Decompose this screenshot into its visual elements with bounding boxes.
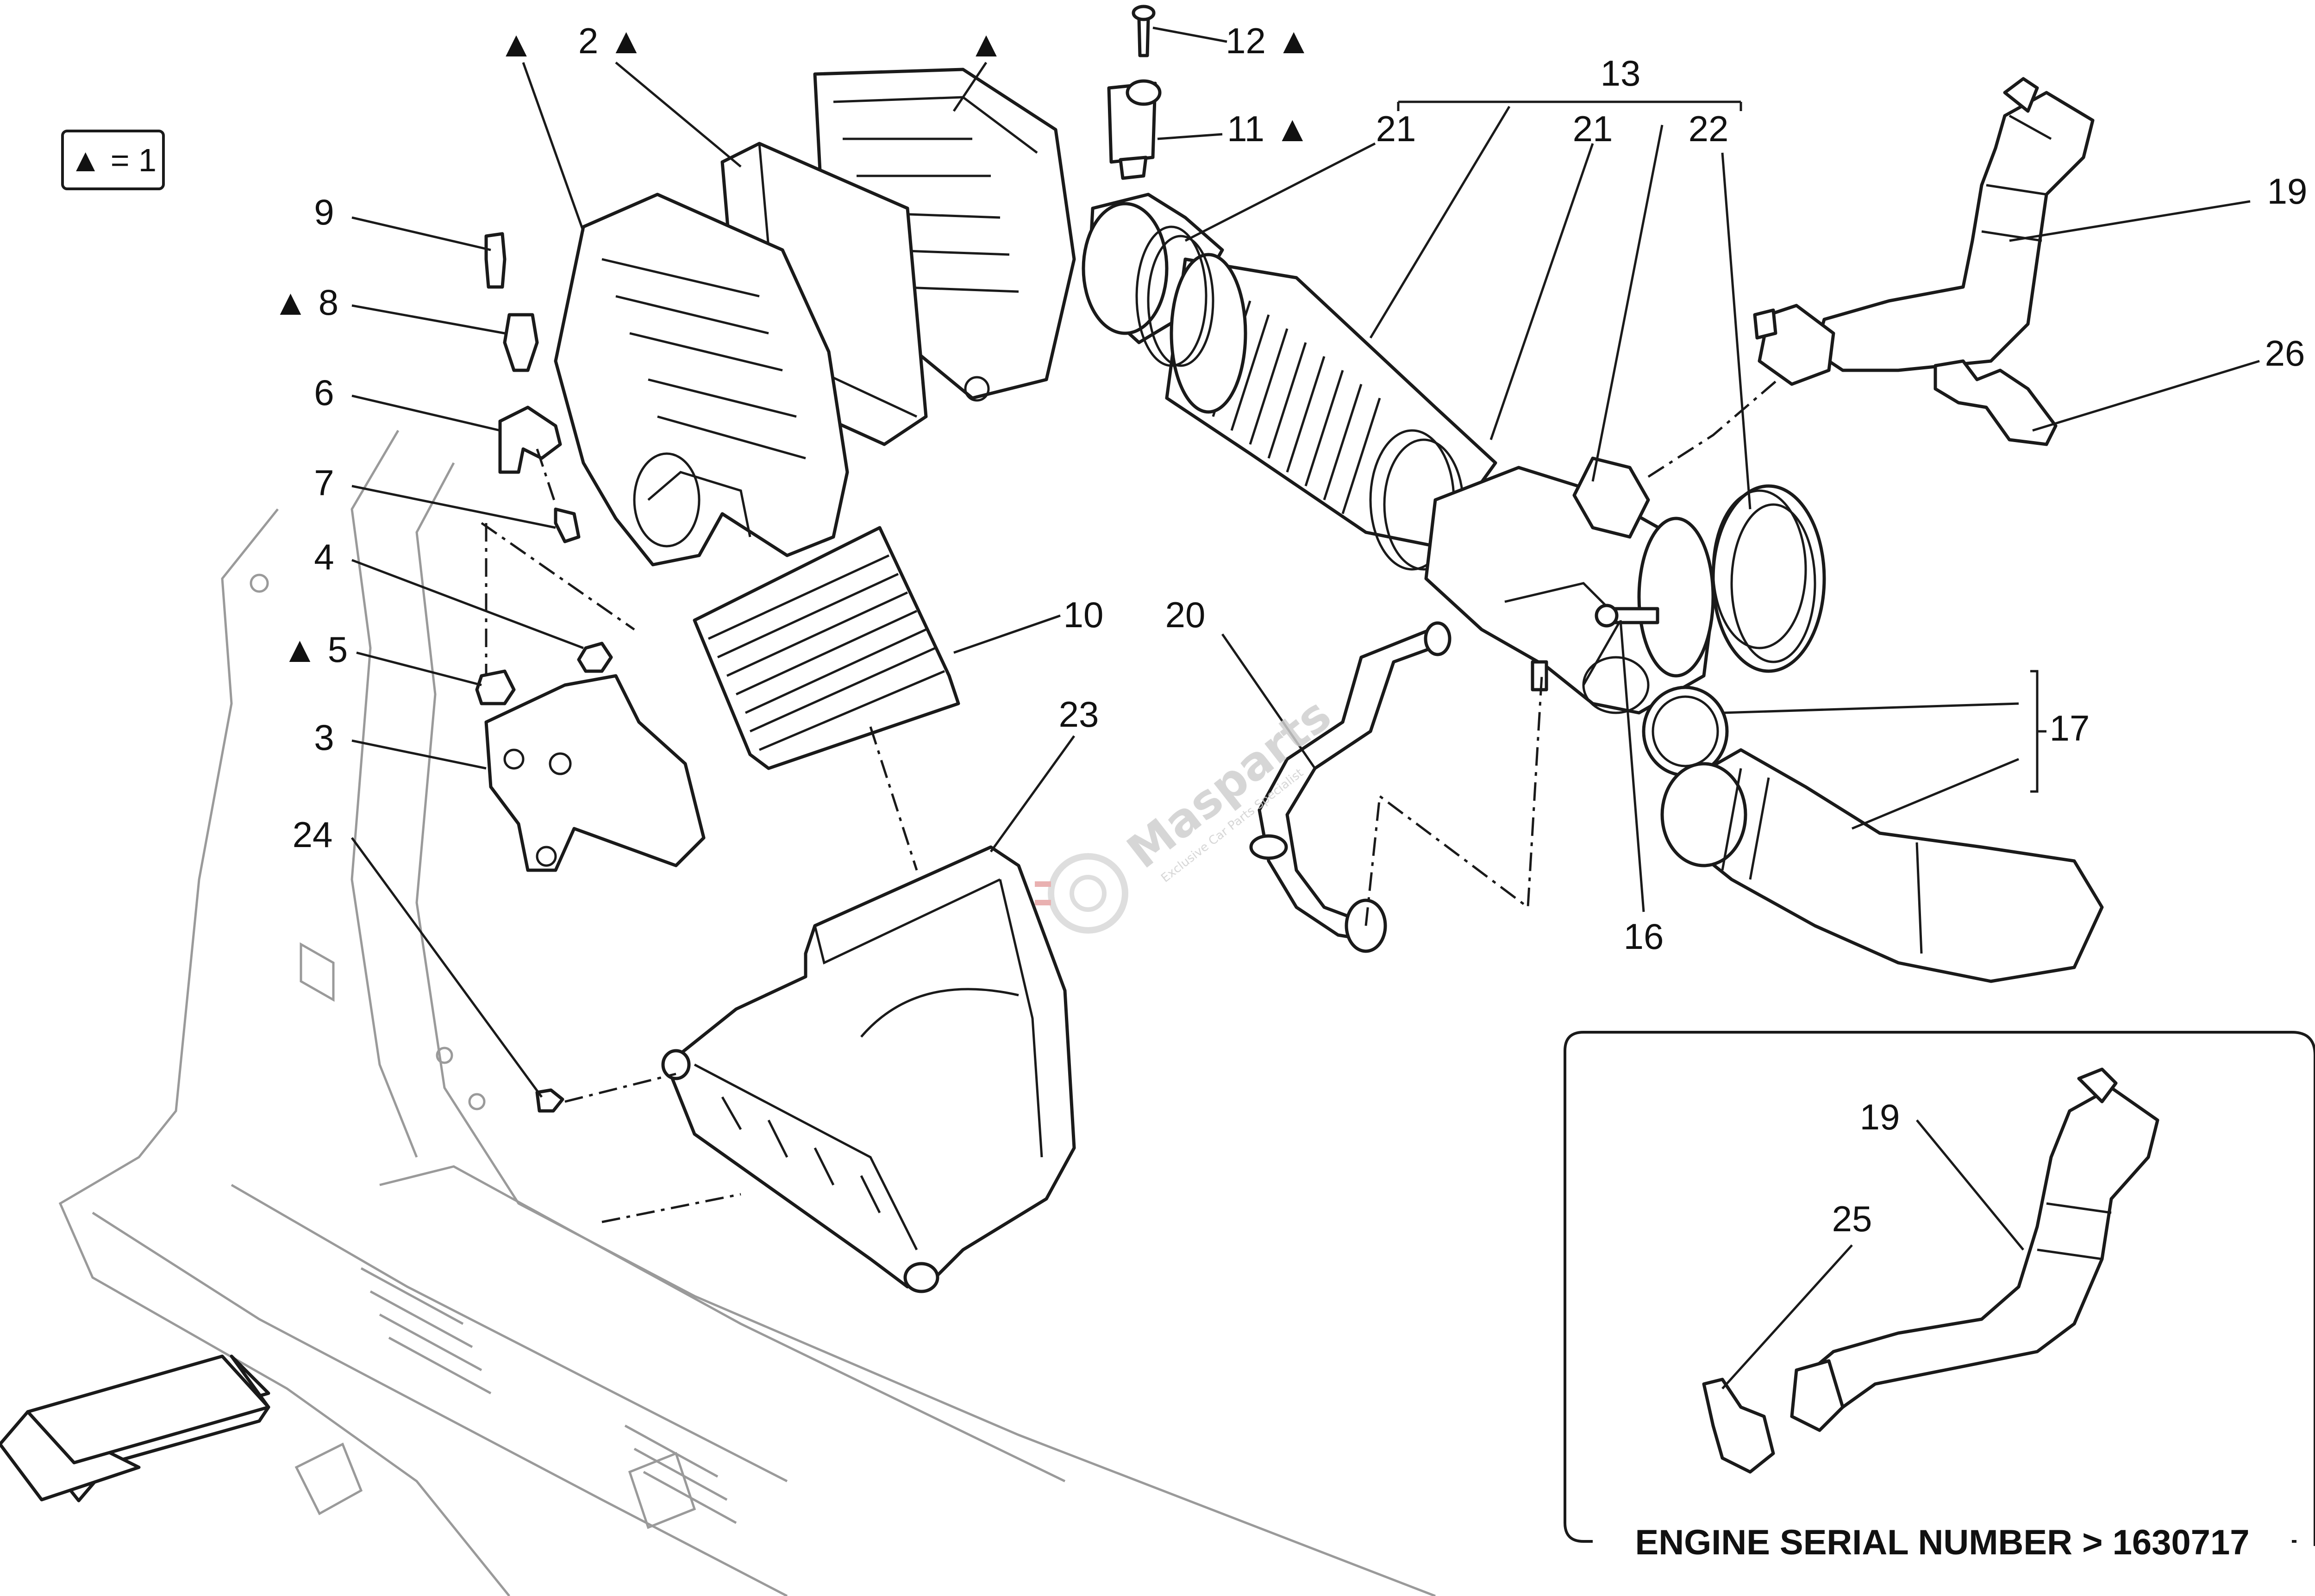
- callout-labels: ▲ 2 ▲ ▲ 12 ▲ 11 ▲ 21 13 21 22 19 26 9 ▲ …: [273, 20, 2308, 1239]
- callout-13: 13: [1601, 53, 1641, 94]
- callout-1-airbox: ▲: [968, 24, 1004, 64]
- callout-11: 11 ▲: [1227, 108, 1310, 149]
- filter-element-10: [693, 526, 960, 770]
- callout-21-upper: 21: [1376, 108, 1416, 149]
- grommet-8: [503, 313, 539, 372]
- callout-26: 26: [2265, 333, 2305, 374]
- callout-6: 6: [314, 372, 334, 413]
- clamp-upper-21: [1135, 225, 1214, 367]
- nut-4: [577, 642, 613, 673]
- legend-text: ▲ = 1: [69, 142, 156, 178]
- air-box-cover: [554, 193, 849, 567]
- bracket-26: [1933, 359, 2058, 446]
- air-temp-sensor-11: [1107, 79, 1162, 180]
- callout-10: 10: [1064, 594, 1104, 635]
- callout-4: 4: [314, 536, 334, 577]
- air-intake-duct-23: [661, 845, 1076, 1293]
- breather-hose-19-inset: [1790, 1067, 2159, 1432]
- assembly-lines: [481, 379, 1779, 1223]
- callout-7: 7: [314, 462, 334, 503]
- bolt-9: [484, 232, 507, 289]
- seal-ring-22: [1711, 484, 1826, 673]
- callout-19-inset: 19: [1860, 1097, 1900, 1137]
- callout-8: ▲ 8: [273, 282, 338, 323]
- callout-22: 22: [1689, 108, 1729, 149]
- nut-5: [475, 669, 516, 705]
- screw-12: [1132, 5, 1156, 57]
- callout-17: 17: [2050, 708, 2090, 748]
- bracket-6: [498, 405, 562, 474]
- bracket-3: [484, 674, 706, 872]
- breather-hose-19: [1753, 77, 2095, 386]
- callout-20: 20: [1165, 594, 1206, 635]
- callout-9: 9: [314, 192, 334, 232]
- sensor-stud: [1531, 660, 1548, 692]
- callout-16: 16: [1624, 916, 1664, 957]
- sensor-screw-16: [1595, 604, 1659, 628]
- clip-25-inset: [1702, 1378, 1775, 1474]
- callout-12: 12 ▲: [1226, 20, 1312, 61]
- inset-panel: ENGINE SERIAL NUMBER > 1630717: [1564, 1031, 2315, 1565]
- callout-25: 25: [1832, 1198, 1872, 1239]
- legend-box: ▲ = 1: [61, 130, 165, 190]
- callout-5: ▲ 5: [282, 629, 348, 670]
- screw-7: [554, 507, 581, 543]
- front-direction-arrow: [0, 1354, 270, 1502]
- callout-2: 2 ▲: [578, 20, 644, 61]
- callout-1: ▲: [498, 24, 534, 64]
- intake-hose-17: [1660, 748, 2104, 983]
- pipe-20: [1249, 621, 1452, 953]
- callout-23: 23: [1059, 694, 1099, 735]
- throttle-elbow: [1424, 456, 1715, 715]
- callout-3: 3: [314, 717, 334, 758]
- leader-lines: [350, 26, 2260, 1098]
- callout-24: 24: [293, 814, 333, 855]
- inset-banner: ENGINE SERIAL NUMBER > 1630717: [1635, 1523, 2250, 1562]
- callout-21-lower: 21: [1573, 108, 1613, 149]
- clamp-17: [1642, 686, 1729, 777]
- screw-24: [535, 1088, 564, 1113]
- floor-vent-slots: [360, 1267, 737, 1524]
- callout-19: 19: [2267, 171, 2308, 212]
